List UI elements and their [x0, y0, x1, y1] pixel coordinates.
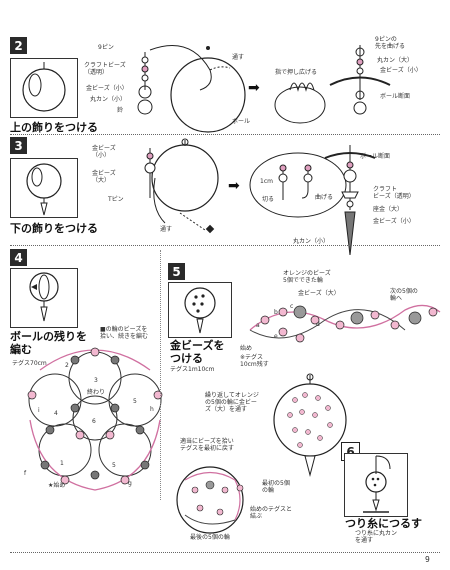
bead-letter-c: c — [290, 303, 294, 310]
label-pass-3: 通す — [160, 226, 173, 233]
label-pick: 適当にビーズを拾い テグスを最初に戻す — [180, 438, 235, 452]
bead-letter-b: b — [274, 309, 278, 316]
page-number: 9 — [425, 555, 430, 564]
ring-number-1: 1 — [60, 460, 64, 467]
step-4-note: ■の輪のビーズを 拾い、続きを編む — [100, 326, 149, 340]
label-bell: 鈴 — [117, 107, 124, 114]
label-cut: 切る — [262, 196, 275, 203]
step-3-section-diagram — [324, 145, 376, 256]
label-gold-large-5: 金ビーズ（大） — [298, 290, 340, 297]
label-gold-bead-small-3b: 金ビーズ（小） — [373, 218, 415, 225]
ball-arrow-thumbnail-icon — [29, 272, 59, 322]
label-gold-bead-small: 金ビーズ（小） — [86, 85, 128, 92]
label-bend: 曲げる — [315, 194, 334, 201]
ring-letter-g: g — [128, 480, 132, 487]
label-gold-bead-small-2: 金ビーズ（小） — [380, 67, 422, 74]
step-5-number: 5 — [168, 263, 185, 280]
label-start-5: 始め — [240, 345, 253, 352]
label-ring-small-3: 丸カン（小） — [293, 238, 330, 245]
label-gold-bead-large-3: 金ビーズ （大） — [92, 170, 116, 184]
ball-dots-thumbnail-icon — [184, 287, 216, 334]
label-ball-section: ボール断面 — [380, 93, 411, 100]
ball-tassel-thumbnail-icon — [26, 163, 62, 216]
step-3-main-diagram — [144, 138, 219, 234]
step-5-bead-chain — [249, 304, 441, 343]
label-next-loop: 次の5個の 輪へ — [390, 288, 418, 302]
step-6-thumbnail — [344, 453, 408, 517]
step-5-title: 金ビーズを つける — [170, 339, 225, 365]
label-craft-beads: クラフトビーズ （透明） — [84, 62, 126, 76]
label-1cm: 1cm — [260, 178, 273, 185]
step-4-subtitle: テグス70cm — [12, 360, 47, 367]
bead-letter-a: a — [256, 322, 260, 329]
ring-letter-i: i — [38, 407, 40, 414]
step-5-ball-dots — [273, 373, 347, 477]
label-tegusu-half: ※テグス 10cm残す — [240, 354, 269, 368]
divider-2 — [10, 245, 440, 246]
hanging-ball-icon — [363, 455, 391, 513]
step-4-thumbnail — [10, 268, 78, 328]
step-6-title: つり糸につるす — [345, 517, 422, 530]
label-orange-loop: オレンジのビーズ 5個でできた輪 — [283, 270, 331, 284]
label-tpin: Tピン — [108, 196, 124, 203]
ring-letter-h: h — [150, 406, 154, 413]
arrow-right-icon-2: ➡ — [228, 178, 240, 194]
label-ring-large: 丸カン（大） — [377, 57, 414, 64]
ring-number-6: 6 — [92, 418, 96, 425]
ring-letter-f: f — [24, 470, 27, 477]
label-repeat: 繰り返してオレンジ の5個の輪に金ビー ズ（大）を通す — [205, 392, 259, 413]
step-2-finger-diagram — [274, 82, 326, 124]
step-6-note: つり糸に丸カン を通す — [355, 530, 398, 544]
step-3-bend-diagram — [249, 152, 347, 218]
divider-vertical — [160, 250, 161, 500]
label-first-loop: 最初の5個 の輪 — [262, 480, 290, 494]
step-3-title: 下の飾りをつける — [10, 222, 98, 235]
step-2-thumbnail — [10, 58, 78, 118]
step-2-title: 上の飾りをつける — [10, 121, 98, 134]
step-4-number: 4 — [10, 249, 27, 266]
ring-number-4: 4 — [54, 410, 58, 417]
label-9pin: 9ピン — [98, 44, 114, 51]
step-2-main-diagram — [137, 45, 246, 133]
step-5-subtitle: テグス1m10cm — [170, 366, 215, 373]
bead-letter-e: e — [274, 333, 278, 340]
label-ring-small: 丸カン（小） — [90, 96, 127, 103]
label-pass: 通す — [232, 54, 245, 61]
label-seat-gold: 座金（大） — [373, 206, 404, 213]
label-end-tie: 始めのテグスと 結ぶ — [250, 506, 293, 520]
ring-number-3: 3 — [94, 377, 98, 384]
label-9pin-bend: 9ピンの 先を曲げる — [375, 36, 406, 50]
ring-number-2: 2 — [65, 362, 69, 369]
label-end: 終わり — [87, 389, 106, 396]
step-4-weave-diagram — [27, 347, 163, 491]
step-2-number: 2 — [10, 37, 27, 54]
arrow-right-icon: ➡ — [248, 80, 260, 96]
label-last-loop: 最後の5個の輪 — [190, 534, 230, 541]
ring-number-5: 5 — [112, 462, 116, 469]
step-3-thumbnail — [10, 158, 78, 218]
label-ball-section-3: ボール断面 — [360, 153, 391, 160]
ball-thumbnail-icon — [22, 62, 66, 112]
label-push-finger: 指で押し広げる — [275, 69, 318, 76]
bead-letter-d: d — [316, 321, 320, 328]
label-ball: ボール — [232, 118, 251, 125]
label-gold-bead-small-3: 金ビーズ （小） — [92, 145, 116, 159]
step-4-title: ボールの残りを 編む — [10, 330, 87, 356]
step-3-number: 3 — [10, 137, 27, 154]
step-4-start-label: ★始め — [48, 482, 66, 489]
step-5-thumbnail — [168, 282, 232, 338]
ring-number-5-upper: 5 — [133, 398, 137, 405]
step-5-final-ball — [176, 466, 244, 534]
label-craft-beads-3: クラフト ビーズ（透明） — [373, 186, 415, 200]
divider-bottom — [10, 552, 440, 553]
step-2-section-diagram — [329, 45, 391, 115]
divider-1 — [10, 134, 440, 135]
